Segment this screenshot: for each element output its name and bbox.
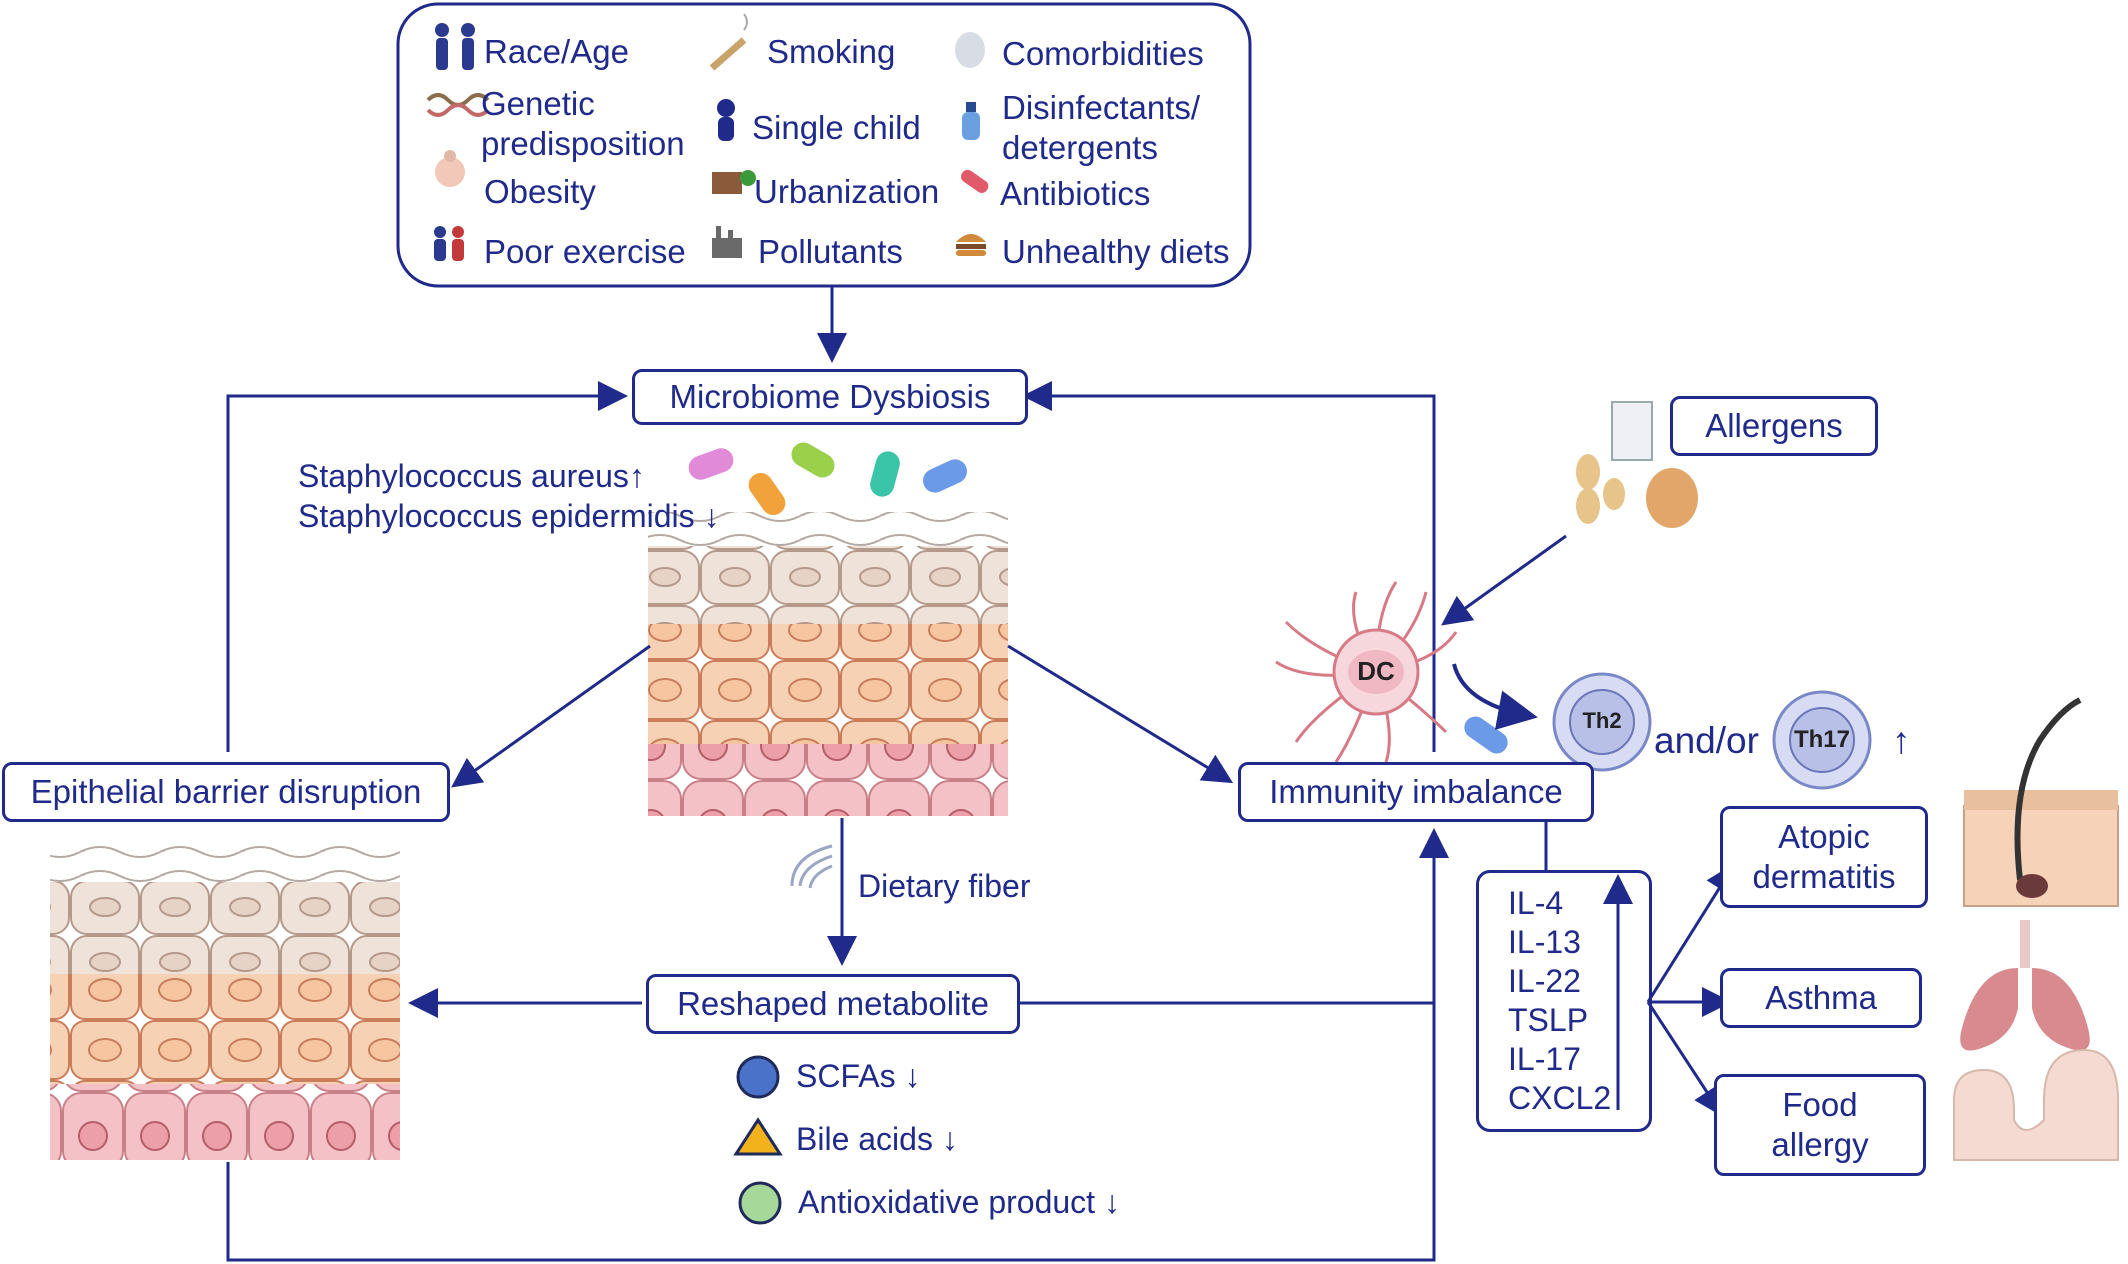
atopic-dermatitis-box: Atopic dermatitis <box>1720 806 1928 908</box>
antibiotics-icon <box>961 169 989 193</box>
metabolite-bile-label: Bile acids ↓ <box>796 1121 958 1157</box>
and-or-label: and/or <box>1654 720 1759 761</box>
lungs-icon <box>1960 920 2090 1051</box>
bacterium-icon <box>1464 716 1508 754</box>
single-child-icon <box>717 99 735 141</box>
staph-aureus-label: Staphylococcus aureus↑ <box>298 458 645 494</box>
risk-factors-frame <box>396 2 1252 288</box>
pollutants-icon <box>712 226 742 258</box>
factor-race-age: Race/Age <box>484 33 629 70</box>
urbanization-icon <box>712 170 756 194</box>
dna-icon <box>426 93 490 117</box>
factor-disinfectants: Disinfectants/ detergents <box>1002 89 1201 166</box>
cytokine-il17: IL-17 <box>1508 1041 1581 1077</box>
cytokine-il13: IL-13 <box>1508 924 1581 960</box>
th17-label: Th17 <box>1793 726 1850 753</box>
epithelial-barrier-box: Epithelial barrier disruption <box>2 762 450 822</box>
factor-obesity: Obesity <box>484 173 596 210</box>
th-increase-arrow: ↑ <box>1892 720 1911 761</box>
food-allergy-box: Food allergy <box>1714 1074 1926 1176</box>
obesity-icon <box>435 150 465 187</box>
poor-exercise-icon <box>434 226 464 261</box>
smoking-icon <box>709 13 748 71</box>
cytokine-tslp: TSLP <box>1508 1002 1589 1038</box>
factor-genetic: Genetic predisposition <box>481 85 685 162</box>
factor-poor-exercise: Poor exercise <box>484 233 686 270</box>
factor-comorbidities: Comorbidities <box>1002 35 1204 72</box>
microbiome-dysbiosis-box: Microbiome Dysbiosis <box>632 369 1028 425</box>
asthma-box: Asthma <box>1720 968 1922 1028</box>
factor-pollutants: Pollutants <box>758 233 903 270</box>
comorbidities-icon <box>955 32 985 68</box>
allergens-box: Allergens <box>1670 396 1878 456</box>
factor-unhealthy-diets: Unhealthy diets <box>1002 233 1230 270</box>
left-skin-layers <box>50 840 400 1160</box>
dendritic-cell-icon <box>1275 581 1458 763</box>
bacteria-icons <box>688 442 967 516</box>
staph-epidermidis-label: Staphylococcus epidermidis ↓ <box>298 498 720 534</box>
cytokine-il4: IL-4 <box>1508 885 1564 921</box>
center-skin-layers <box>648 512 1008 816</box>
cytokine-cxcl2: CXCL2 <box>1508 1080 1612 1116</box>
th2-cell-icon <box>1552 672 1652 772</box>
factor-antibiotics: Antibiotics <box>1000 175 1151 212</box>
intestine-villi-icon <box>1953 1048 2119 1161</box>
race-age-icon <box>435 23 475 70</box>
allergen-icons <box>1576 401 1698 528</box>
dietary-fiber-icon <box>790 844 833 889</box>
dietary-fiber-label: Dietary fiber <box>858 868 1031 904</box>
factor-single-child: Single child <box>752 109 921 146</box>
burger-icon <box>956 234 986 256</box>
metabolite-antioxidative-label: Antioxidative product ↓ <box>798 1184 1120 1220</box>
immunity-imbalance-box: Immunity imbalance <box>1238 762 1594 822</box>
th2-label: Th2 <box>1582 708 1622 733</box>
reshaped-metabolite-box: Reshaped metabolite <box>646 974 1020 1034</box>
cytokine-il22: IL-22 <box>1508 963 1581 999</box>
factor-smoking: Smoking <box>767 33 896 70</box>
dc-label: DC <box>1357 656 1395 686</box>
disinfectant-icon <box>962 102 980 140</box>
th17-cell-icon <box>1772 690 1872 790</box>
factor-urbanization: Urbanization <box>754 173 940 210</box>
cytokine-box <box>1476 870 1652 1132</box>
skin-hair-icon <box>1963 697 2119 907</box>
metabolite-scfa-label: SCFAs ↓ <box>796 1058 921 1094</box>
